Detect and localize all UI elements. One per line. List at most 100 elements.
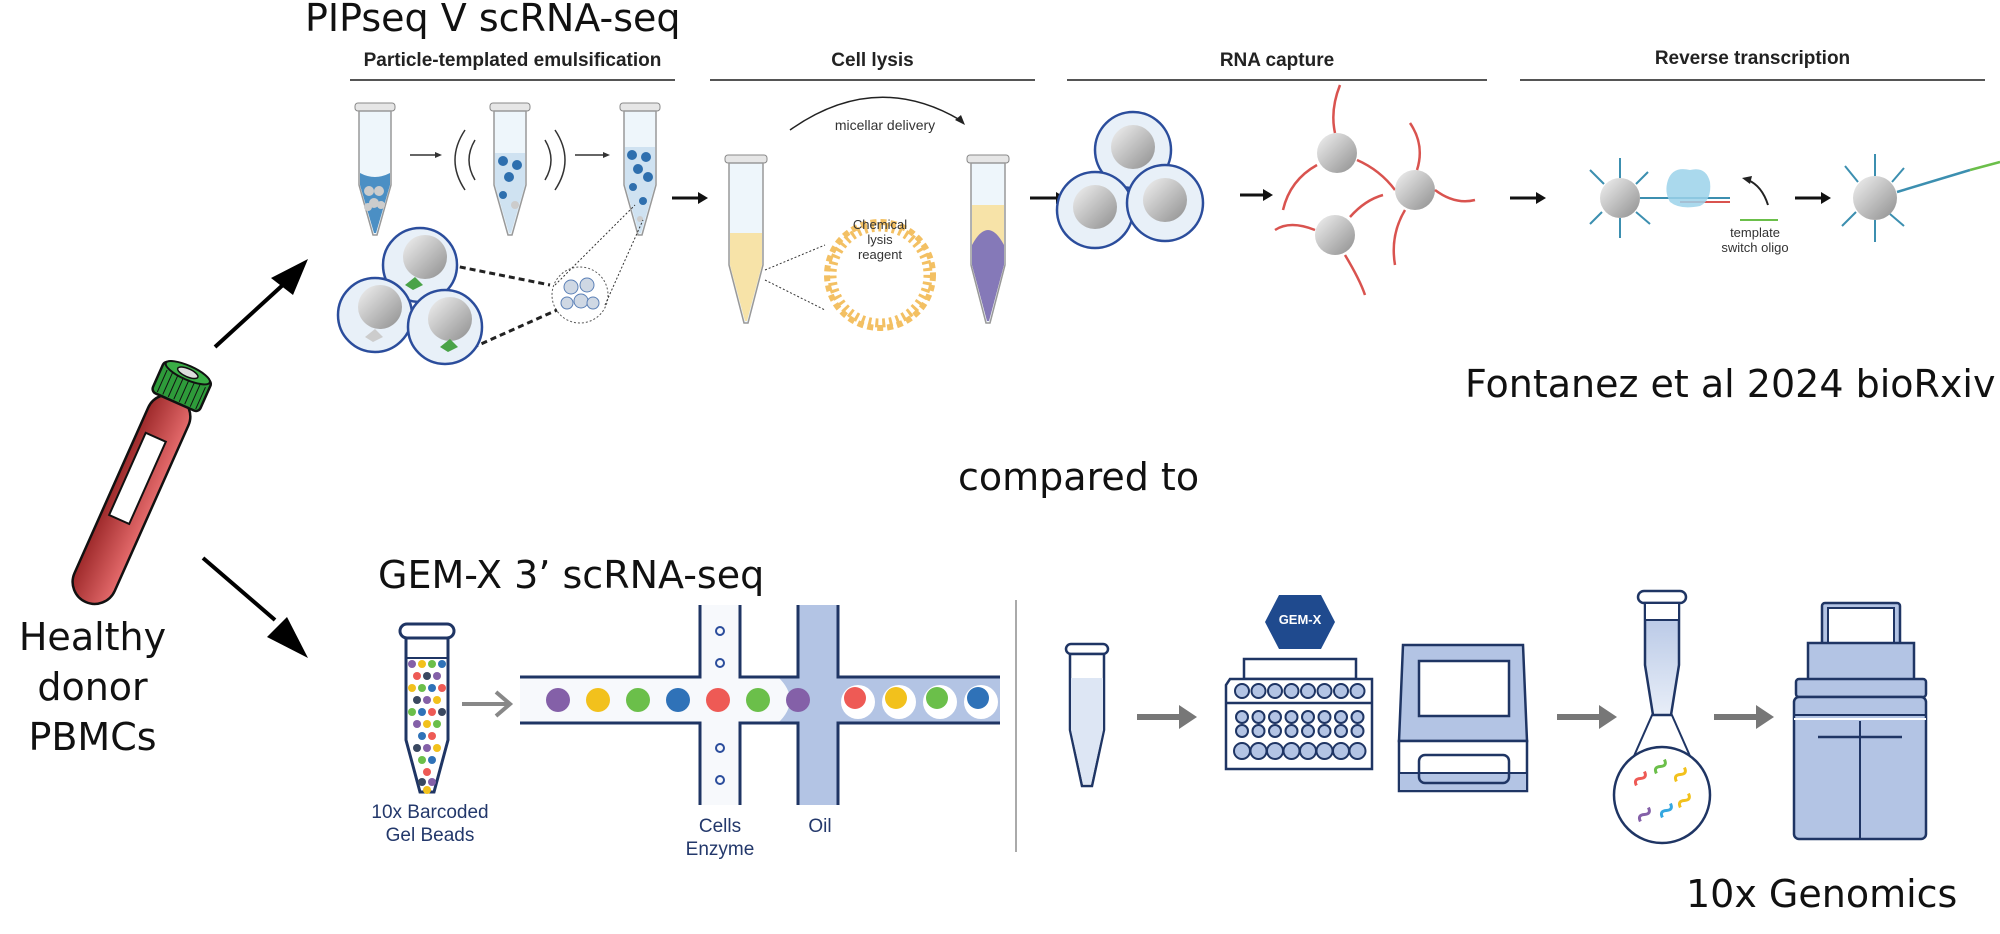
- droplet-icon: [381, 226, 459, 304]
- gel-bead: [666, 688, 690, 712]
- controller-instrument-icon: [1397, 643, 1529, 793]
- sample-label-line: donor: [37, 665, 148, 709]
- step-title-rna-capture: RNA capture: [1219, 50, 1335, 71]
- compared-to-label: compared to: [958, 455, 1200, 499]
- step-divider: [710, 79, 1035, 81]
- gel-bead-dot: [423, 744, 431, 752]
- gel-bead: [706, 688, 730, 712]
- step-title-emulsification: Particle-templated emulsification: [363, 50, 662, 71]
- cells-enzyme-label-line: Cells: [698, 816, 742, 837]
- gel-beads-label-line: 10x Barcoded: [371, 802, 489, 823]
- cell-lysis-illustration: [724, 96, 1010, 331]
- bead-icon: [1589, 158, 1651, 238]
- gel-bead-dot: [438, 708, 446, 716]
- gel-bead-dot: [428, 732, 436, 740]
- section-divider: [1015, 600, 1017, 852]
- droplet-icon: [336, 276, 414, 354]
- rna-capture-illustration: [1055, 84, 1476, 296]
- grey-arrow-icon: [462, 690, 514, 718]
- droplet-icon: [1125, 163, 1205, 243]
- lysis-reagent-line: reagent: [857, 246, 903, 262]
- gel-bead-dot: [408, 684, 416, 692]
- template-switch-oligo-label: template switch oligo: [1710, 225, 1800, 256]
- chip-well: [1301, 710, 1315, 724]
- tube-icon: [724, 154, 768, 324]
- chip-well: [1251, 710, 1266, 724]
- tso-label-line: switch oligo: [1721, 239, 1789, 255]
- step-title-reverse-transcription: Reverse transcription: [1654, 48, 1851, 69]
- gel-bead-dot: [418, 756, 426, 764]
- sample-label-line: Healthy: [18, 615, 167, 659]
- gel-bead-dot: [428, 684, 436, 692]
- tso-label-line: template: [1730, 225, 1780, 240]
- gel-bead: [885, 687, 907, 709]
- tube-icon: [966, 154, 1010, 324]
- chip-well: [1268, 710, 1282, 724]
- chip-well: [1348, 742, 1367, 760]
- chip-well: [1266, 742, 1284, 760]
- sample-label: Healthy donor PBMCs: [10, 612, 175, 762]
- gel-bead-dot: [418, 660, 426, 668]
- library-tube-icon: [1612, 589, 1712, 845]
- chip-well: [1317, 724, 1332, 738]
- chip-well: [1251, 724, 1266, 738]
- gel-bead-dot: [433, 672, 441, 680]
- gel-bead-dot: [423, 786, 431, 794]
- cells-enzyme-label: Cells Enzyme: [680, 816, 760, 862]
- source-citation-pipseq: Fontanez et al 2024 bioRxiv: [1465, 362, 1996, 406]
- step-divider: [1520, 79, 1985, 81]
- bead-icon: [1841, 154, 1905, 242]
- lysis-reagent-label: Chemical lysis reagent: [830, 217, 930, 263]
- droplet-icon: [1055, 170, 1135, 250]
- chip-well: [1349, 683, 1366, 699]
- gel-bead-dot: [408, 708, 416, 716]
- lysis-reagent-line: lysis: [867, 231, 893, 247]
- bead-icon: [1274, 193, 1384, 296]
- gel-beads-label: 10x Barcoded Gel Beads: [355, 802, 505, 848]
- chip-well: [1250, 683, 1267, 699]
- bead-icon: [1392, 122, 1476, 266]
- micelle-icon: [824, 219, 936, 331]
- gel-bead-dot: [438, 684, 446, 692]
- sequencer-instrument-icon: [1792, 601, 1928, 841]
- grey-arrow-icon: [1137, 705, 1197, 729]
- gel-bead: [586, 688, 610, 712]
- chip-well: [1268, 724, 1282, 738]
- chip-well: [1316, 683, 1333, 699]
- tube-icon: [489, 102, 531, 236]
- chip-well: [1334, 724, 1348, 738]
- chip-well: [1299, 742, 1317, 760]
- chip-well: [1249, 742, 1268, 760]
- gel-bead-dot: [413, 744, 421, 752]
- gel-bead-dot: [418, 778, 426, 786]
- process-arrow-icon: [1510, 192, 1546, 204]
- chip-well: [1284, 710, 1299, 724]
- gel-bead: [926, 687, 948, 709]
- emulsification-illustration: [336, 102, 661, 366]
- chip-cartridge-icon: [1224, 657, 1374, 771]
- tube-icon: [354, 102, 396, 236]
- chip-well: [1350, 724, 1365, 738]
- step-divider: [1067, 79, 1487, 81]
- gel-bead-dot: [433, 720, 441, 728]
- lysis-reagent-line: Chemical: [852, 217, 908, 232]
- grey-arrow-icon: [1557, 705, 1617, 729]
- gel-bead-tube-icon: [398, 622, 456, 794]
- gel-bead-dot: [418, 708, 426, 716]
- gel-bead-dot: [428, 708, 436, 716]
- step-title-cell-lysis: Cell lysis: [831, 50, 914, 71]
- chip-well: [1284, 724, 1299, 738]
- gel-bead-dot: [413, 672, 421, 680]
- reverse-transcription-illustration: [1589, 154, 2000, 242]
- chip-well: [1235, 724, 1249, 738]
- micellar-delivery-label: micellar delivery: [834, 117, 936, 133]
- droplet-icon: [406, 288, 484, 366]
- gel-bead-dot: [413, 720, 421, 728]
- sample-tube-icon: [1064, 642, 1110, 788]
- chip-well: [1233, 742, 1251, 760]
- gel-bead-dot: [423, 672, 431, 680]
- chip-well: [1315, 742, 1334, 760]
- gel-bead-dot: [413, 696, 421, 704]
- gel-bead: [967, 687, 989, 709]
- gel-bead: [786, 688, 810, 712]
